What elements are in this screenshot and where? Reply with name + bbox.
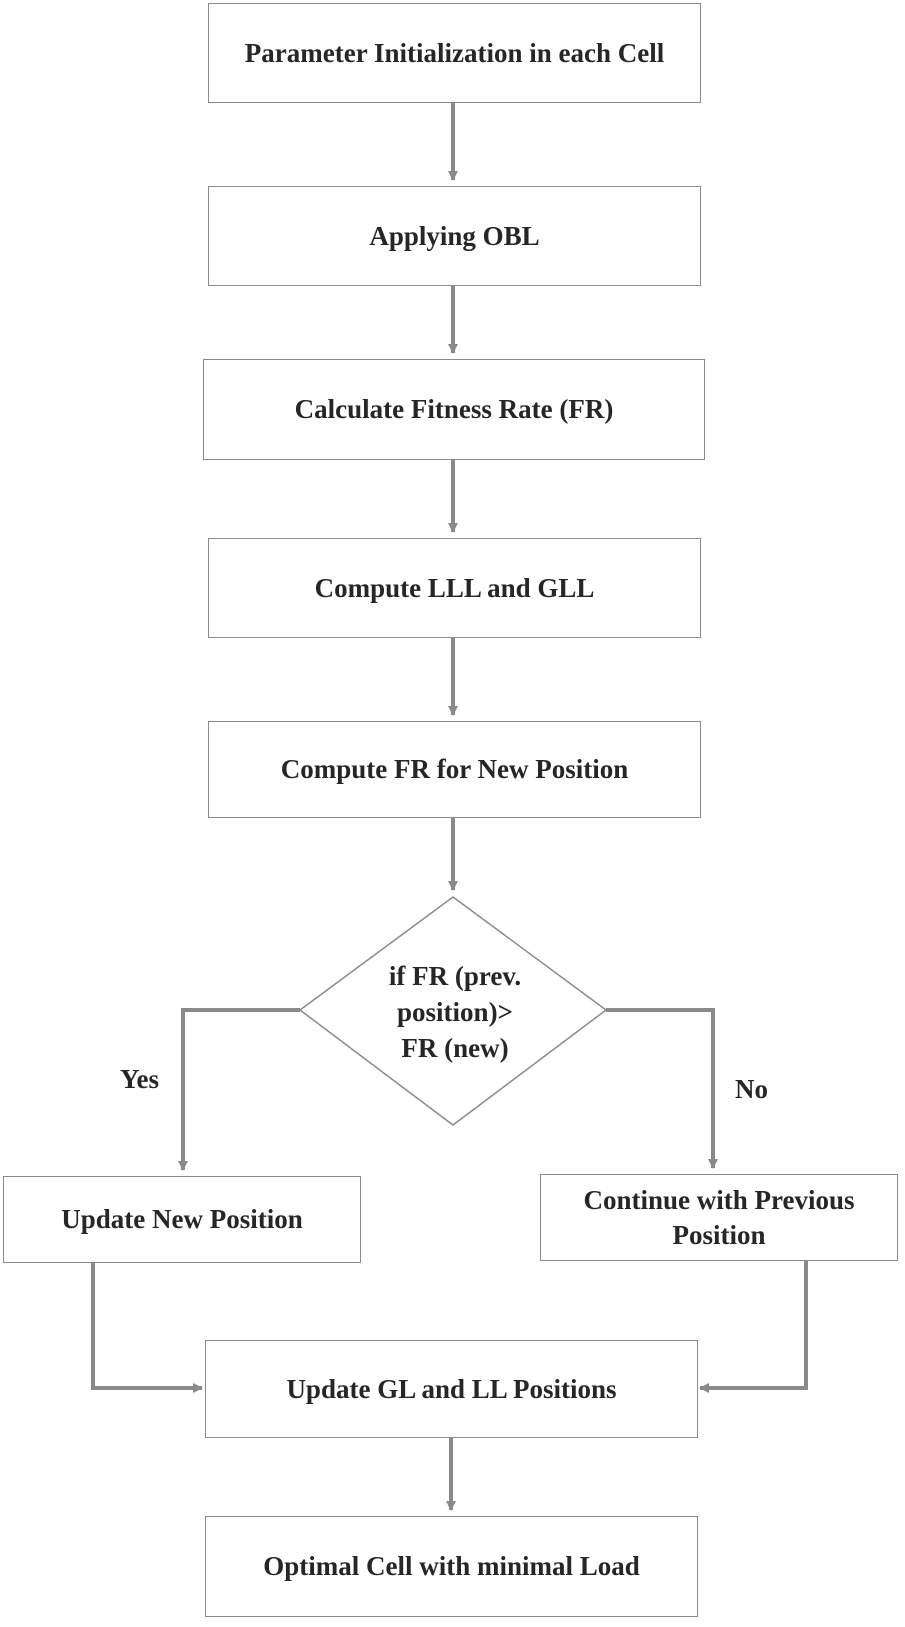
node-label: Update GL and LL Positions <box>286 1373 617 1404</box>
node-label: Parameter Initialization in each Cell <box>244 37 665 68</box>
arrow-continue-to-updategl <box>699 1260 808 1393</box>
node-label: Update New Position <box>61 1204 303 1234</box>
node-optimal-cell: Optimal Cell with minimal Load <box>205 1516 698 1617</box>
node-update-gl-ll: Update GL and LL Positions <box>205 1340 698 1438</box>
node-compute-fr-new: Compute FR for New Position <box>208 721 701 818</box>
node-applying-obl: Applying OBL <box>208 186 701 286</box>
node-update-new-position: Update New Position <box>3 1176 361 1263</box>
node-label: Compute LLL and GLL <box>314 572 595 603</box>
node-label: Applying OBL <box>369 220 540 251</box>
decision-label: if FR (prev. position)> FR (new) <box>388 961 522 1063</box>
node-label: Compute FR for New Position <box>280 754 629 784</box>
branch-label-no: No <box>735 1074 768 1104</box>
decision-diamond <box>298 896 608 1126</box>
branch-label-yes: Yes <box>120 1064 159 1094</box>
node-calculate-fitness: Calculate Fitness Rate (FR) <box>203 359 705 460</box>
node-label: Calculate Fitness Rate (FR) <box>294 394 614 424</box>
node-continue-previous: Continue with Previous Position <box>540 1174 898 1261</box>
node-label: Optimal Cell with minimal Load <box>263 1551 640 1581</box>
node-label: Continue with Previous Position <box>583 1184 855 1250</box>
arrow-decision-yes <box>178 1008 300 1171</box>
arrow-decision-no <box>606 1008 718 1169</box>
node-parameter-initialization: Parameter Initialization in each Cell <box>208 3 701 103</box>
node-compute-lll-gll: Compute LLL and GLL <box>208 538 701 638</box>
arrow-updatenew-to-updategl <box>91 1262 203 1393</box>
